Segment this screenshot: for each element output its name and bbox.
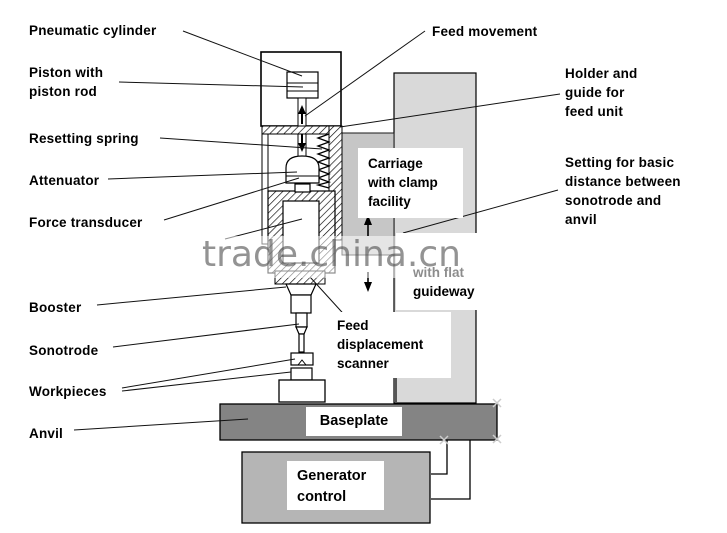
pneumatic-cylinder-drawing: [260, 51, 342, 127]
label-pneumatic-cylinder: Pneumatic cylinder: [29, 23, 157, 38]
label-workpieces: Workpieces: [29, 384, 107, 399]
label-feed-scanner: Feed displacement scanner: [331, 312, 451, 378]
label-feed-movement: Feed movement: [432, 24, 538, 39]
label-setting: Setting for basic distance between sonot…: [565, 155, 681, 227]
watermark-text: trade.china.cn: [202, 234, 461, 275]
label-booster: Booster: [29, 300, 82, 315]
label-attenuator: Attenuator: [29, 173, 100, 188]
label-baseplate: Baseplate: [306, 407, 402, 436]
label-carriage: Carriage with clamp facility: [358, 148, 463, 218]
label-force-transducer: Force transducer: [29, 215, 143, 230]
watermark-band: [140, 236, 548, 278]
watermark-sparkles: [439, 398, 502, 445]
leader-lines: [73, 30, 561, 431]
generator-wires-drawing: [431, 440, 471, 500]
attenuator-drawing: [285, 155, 320, 193]
label-holder: Holder and guide for feed unit: [565, 66, 638, 119]
label-sonotrode: Sonotrode: [29, 343, 99, 358]
distance-arrows-drawing: [364, 215, 372, 292]
anvil-drawing: [278, 379, 326, 403]
label-generator-control: Generator control: [287, 461, 384, 510]
label-anvil: Anvil: [29, 426, 64, 441]
resetting-spring-drawing: [315, 133, 332, 189]
booster-drawing: [285, 283, 317, 314]
label-piston: Piston with piston rod: [29, 65, 104, 99]
sonotrode-drawing: [295, 312, 308, 353]
workpieces-drawing: [290, 352, 314, 381]
label-resetting-spring: Resetting spring: [29, 131, 139, 146]
